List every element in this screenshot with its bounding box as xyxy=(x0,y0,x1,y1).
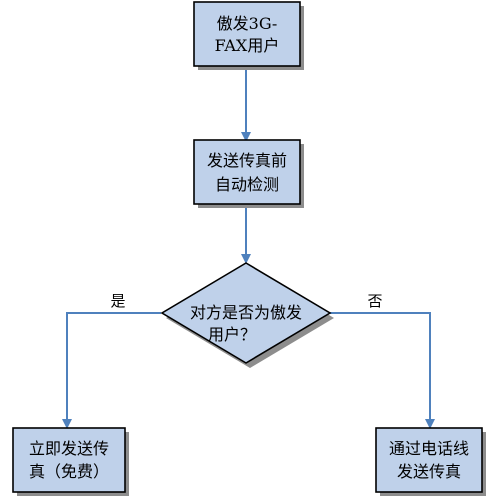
node-start-box xyxy=(193,1,301,67)
connector-yes-branch xyxy=(62,312,161,429)
node-free-fax-box xyxy=(12,427,126,493)
node-decision-line1: 对方是否为傲发 xyxy=(190,303,302,322)
node-phone-fax-box xyxy=(375,427,483,493)
node-start-line2: FAX用户 xyxy=(215,36,280,55)
node-detect: 发送传真前 自动检测 xyxy=(193,139,304,208)
node-free-fax: 立即发送传 真（免费） xyxy=(12,427,129,496)
node-phone-fax-line2: 发送传真 xyxy=(397,462,461,481)
branch-label-yes: 是 xyxy=(110,292,125,310)
node-decision: 对方是否为傲发 用户？ xyxy=(160,262,334,368)
node-detect-box xyxy=(193,139,301,205)
branch-label-no: 否 xyxy=(367,292,382,310)
node-phone-fax: 通过电话线 发送传真 xyxy=(375,427,486,496)
node-detect-line1: 发送传真前 xyxy=(207,151,287,170)
node-decision-line2: 用户？ xyxy=(208,325,256,344)
node-start-line1: 傲发3G- xyxy=(217,14,278,33)
node-free-fax-line1: 立即发送传 xyxy=(29,439,109,458)
node-detect-line2: 自动检测 xyxy=(215,175,279,194)
connector-no-branch xyxy=(330,312,435,429)
node-start: 傲发3G- FAX用户 xyxy=(193,1,304,70)
node-phone-fax-line1: 通过电话线 xyxy=(389,439,469,458)
node-free-fax-line2: 真（免费） xyxy=(29,462,109,481)
node-decision-diamond xyxy=(160,262,332,364)
